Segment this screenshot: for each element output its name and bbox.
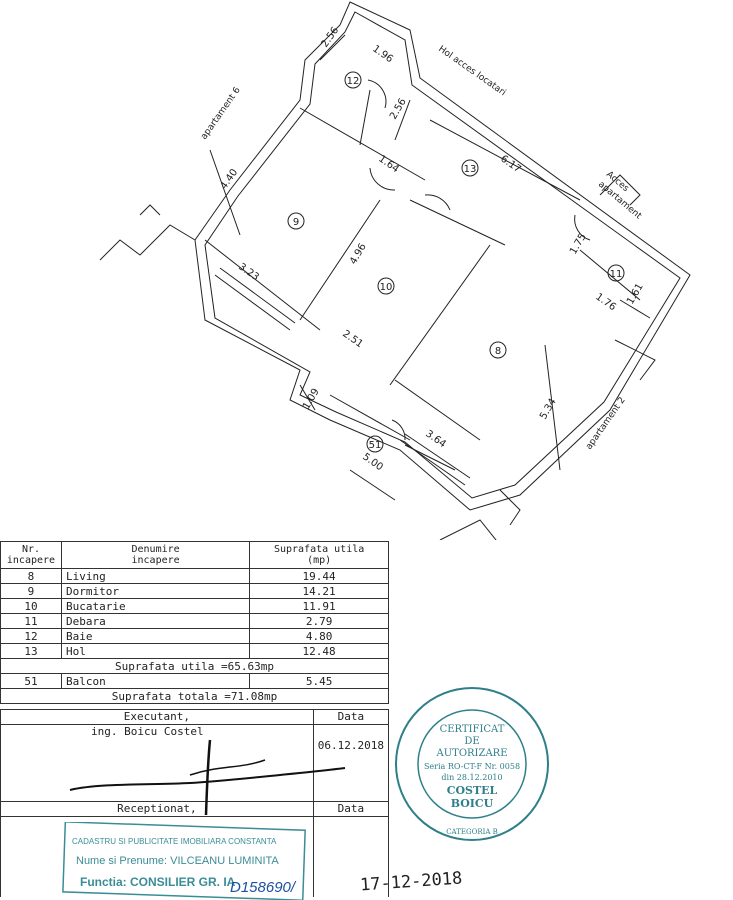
seal-line: Seria RO-CT-F Nr. 0058 <box>424 762 520 771</box>
authorization-seal: CERTIFICAT DE AUTORIZARE Seria RO-CT-F N… <box>395 687 549 841</box>
stamp-line: Functia: CONSILIER GR. IA <box>80 875 236 889</box>
dim: 2.51 <box>340 328 365 350</box>
room-8: 8 <box>495 346 501 357</box>
header-suprafata: Suprafata utila(mp) <box>249 541 389 569</box>
dim: 6.17 <box>498 153 523 175</box>
seal-line: CERTIFICAT <box>440 724 505 735</box>
hol-label: Hol acces locatari <box>436 44 507 98</box>
seal-line: CATEGORIA B <box>446 828 498 836</box>
dim: 1.75 <box>568 232 589 257</box>
seal-line: BOICU <box>451 797 494 810</box>
registry-stamp: CADASTRU SI PUBLICITATE IMOBILIARA CONST… <box>62 822 306 900</box>
stamp-line: CADASTRU SI PUBLICITATE IMOBILIARA CONST… <box>72 837 277 846</box>
dim: 1.96 <box>370 43 395 65</box>
dim: 1.61 <box>625 282 646 307</box>
signature <box>69 739 346 816</box>
data-label-2: Data <box>312 801 390 817</box>
dim: 5.00 <box>360 451 385 473</box>
useful-total-row: Suprafata utila =65.63mp <box>0 658 389 674</box>
data-label: Data <box>312 709 390 725</box>
room-51: 51 <box>369 440 382 451</box>
dim: 2.56 <box>319 25 341 50</box>
ap2-label: apartament 2 <box>584 396 628 452</box>
room-10: 10 <box>380 282 393 293</box>
room-12: 12 <box>347 76 360 87</box>
dim: 1.64 <box>376 153 401 175</box>
dim: 4.40 <box>218 167 240 192</box>
executant-label: Executant, <box>0 709 314 725</box>
dim: 1.76 <box>593 291 618 313</box>
dim: 4.96 <box>348 242 369 267</box>
executant-date: 06.12.2018 <box>312 724 390 802</box>
seal-line: din 28.12.2010 <box>441 773 502 782</box>
floor-plan: Hol acces locatari apartament 6 apartame… <box>99 1 691 540</box>
room-11: 11 <box>610 269 623 280</box>
header-nr: Nr.incapere <box>0 541 62 569</box>
dim: 1.09 <box>301 387 322 412</box>
room-9: 9 <box>293 217 299 228</box>
dim: 5.34 <box>538 397 559 422</box>
grand-total-row: Suprafata totala =71.08mp <box>0 688 389 704</box>
seal-line: DE <box>464 736 479 747</box>
ap6-label: apartament 6 <box>199 85 243 141</box>
room-13: 13 <box>464 164 477 175</box>
seal-line: AUTORIZARE <box>436 748 508 759</box>
executant-name: ing. Boicu Costel <box>0 724 314 802</box>
seal-line: COSTEL <box>447 784 498 797</box>
inner-wall <box>204 11 681 499</box>
outer-wall <box>194 1 691 511</box>
receptionat-label: Receptionat, <box>0 801 314 817</box>
dim: 3.64 <box>423 428 448 450</box>
stamp-handwritten: D158690/ <box>230 879 297 896</box>
dim: 2.56 <box>388 97 409 122</box>
stamp-line: Nume si Prenume: VILCEANU LUMINITA <box>76 855 279 867</box>
dim: 3.23 <box>236 261 261 283</box>
